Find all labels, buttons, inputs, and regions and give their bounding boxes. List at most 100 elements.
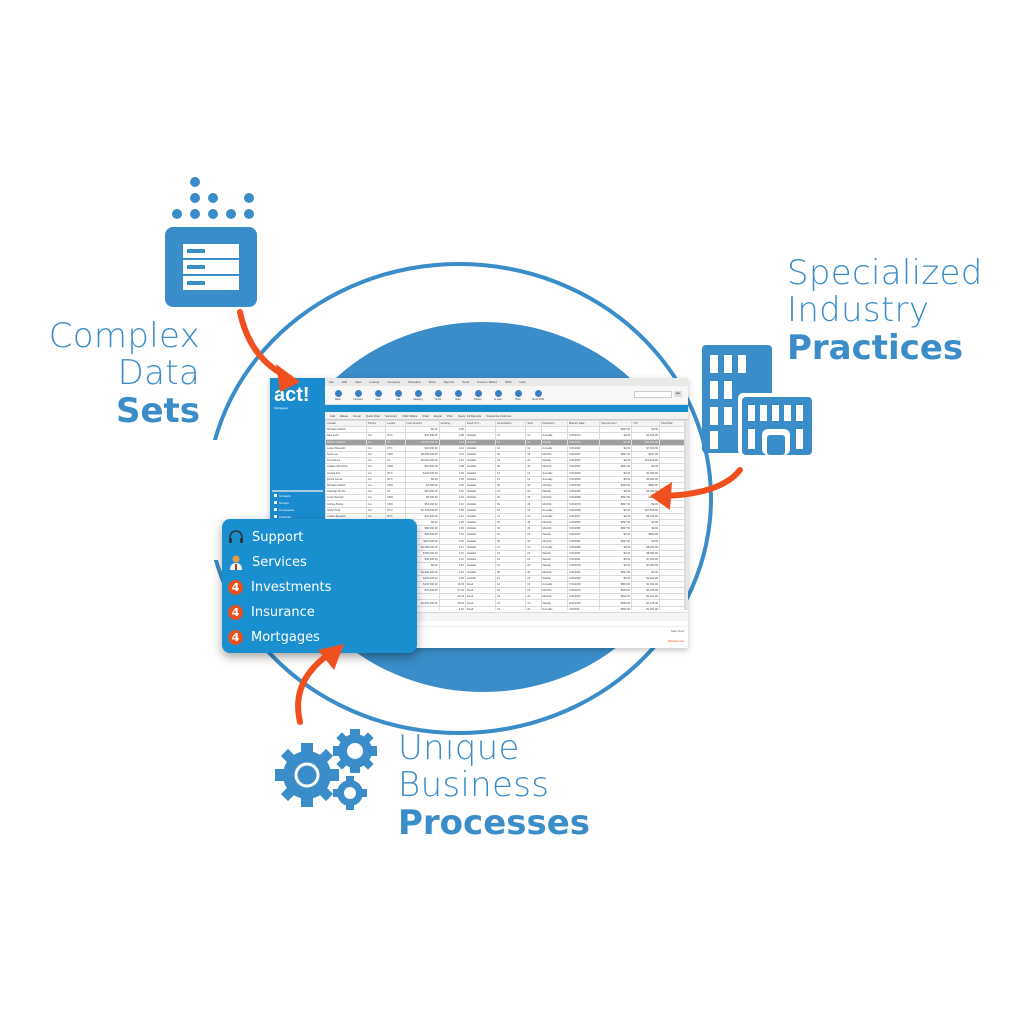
menu-reports[interactable]: Reports [443, 380, 455, 384]
menu-item-mortgages[interactable]: 4 Mortgages [228, 630, 320, 645]
list-export-button[interactable]: Export [434, 413, 443, 418]
menu-edit[interactable]: Edit [341, 380, 348, 384]
label-line: Business [398, 765, 550, 806]
contacts-icon [274, 494, 277, 497]
toolbar-label: Back [335, 397, 341, 401]
toolbar-meeting-button[interactable]: Meeting [411, 389, 425, 401]
sidebar-item-label: Groups [279, 500, 289, 505]
menu-item-label: Services [252, 554, 307, 570]
industry-menu-card: Support Services 4 Investments 4 Insuran… [222, 519, 417, 653]
sidebar-item-companies[interactable]: Companies [274, 506, 294, 513]
toolbar-new-button[interactable]: New [371, 389, 385, 401]
menu-custom-tables[interactable]: Custom Tables [477, 380, 497, 384]
toolbar-history-button[interactable]: History [471, 389, 485, 401]
sidebar-item-groups[interactable]: Groups [274, 499, 294, 506]
menu-item-support[interactable]: Support [228, 529, 303, 545]
list-print-button[interactable]: Print [447, 413, 453, 418]
arrow-complex-data [237, 309, 293, 381]
menu-file[interactable]: File [329, 380, 334, 384]
label-line: Data [117, 353, 200, 394]
menu-company[interactable]: Company [387, 380, 401, 384]
building-icon [702, 345, 814, 457]
sidebar-item-contacts[interactable]: Contacts [274, 492, 294, 499]
menu-lookup[interactable]: Lookup [369, 380, 380, 384]
list-group-button[interactable]: Group [353, 413, 361, 418]
sidebar-item-label: Companies [279, 507, 295, 512]
grid-empty-area [685, 420, 688, 610]
label-bold: Processes [398, 802, 591, 843]
menu-schedule[interactable]: Schedule [408, 380, 421, 384]
sidebar-item-label: Contacts [279, 493, 291, 498]
list-toolbar: Add Delete Group Quick Filter Summary Child T… [325, 412, 688, 420]
search-go-button[interactable]: Go [674, 391, 682, 397]
menu-sms[interactable]: SMS [504, 380, 512, 384]
badge-4-icon: 4 [228, 605, 243, 620]
menu-tools[interactable]: Tools [462, 380, 470, 384]
list-add-button[interactable]: Add [330, 413, 335, 418]
menu-item-investments[interactable]: 4 Investments [228, 580, 331, 595]
list-child-tables-button[interactable]: Child Tables [401, 413, 418, 418]
label-bold: Practices [787, 327, 964, 368]
phone-icon [394, 389, 402, 397]
history-icon [474, 389, 482, 397]
menu-help[interactable]: Help [519, 380, 526, 384]
gears-icon [275, 727, 385, 819]
menu-view[interactable]: View [355, 380, 362, 384]
help-icon [514, 389, 522, 397]
toolbar-send-sms-button[interactable]: Send SMS [531, 389, 545, 401]
table-cell: 6.33 [438, 605, 466, 610]
status-right-text: Sale Flow [670, 629, 684, 633]
toolbar-back-button[interactable]: Back [331, 389, 345, 401]
toolbar-note-button[interactable]: Note [451, 389, 465, 401]
toolbar-label: Forward [353, 397, 363, 401]
list-delete-button[interactable]: Delete [339, 413, 349, 418]
list-customize-columns-button[interactable]: Customize Columns [486, 413, 512, 418]
app-edition: Mortgages [274, 406, 289, 410]
specialized-practices-label: Specialized Industry Practices [787, 254, 983, 368]
meeting-icon [414, 389, 422, 397]
toolbar-forward-button[interactable]: Forward [351, 389, 365, 401]
toolbar-help-button[interactable]: Help [511, 389, 525, 401]
sidebar-divider [272, 490, 323, 492]
sidebar-item-calendar[interactable]: Calendar [274, 513, 294, 520]
toolbar-label: Call [395, 397, 401, 401]
toolbar-e-mail-button[interactable]: E-mail [491, 389, 505, 401]
label-line: Complex [48, 316, 200, 356]
toolbar-label: Help [515, 397, 521, 401]
list-summary-button[interactable]: Summary [385, 413, 397, 418]
back-icon [334, 389, 342, 397]
badge-4-icon: 4 [228, 630, 243, 645]
menu-item-insurance[interactable]: 4 Insurance [228, 605, 315, 620]
complex-data-sets-label: Complex Data Sets [30, 316, 200, 430]
sidebar-item-label: Calendar [279, 514, 292, 519]
sidebar-nav: Contacts Groups Companies Calendar [274, 492, 294, 520]
status-brand: Workaround [668, 639, 684, 643]
todo-icon [434, 389, 442, 397]
lookup-search-input[interactable] [634, 391, 672, 398]
toolbar-call-button[interactable]: Call [391, 389, 405, 401]
menu-item-services[interactable]: Services [228, 554, 307, 570]
toolbar-label: Note [455, 397, 461, 401]
list-quick-filter-button[interactable]: Quick Filter [365, 413, 381, 418]
menu-item-label: Investments [251, 580, 332, 595]
list-query-all-records-button[interactable]: Query: All Records [457, 413, 482, 418]
list-chart-button[interactable]: Chart [422, 413, 430, 418]
new-contact-icon [374, 389, 382, 397]
label-line: Unique [398, 728, 520, 768]
sms-icon [534, 389, 542, 397]
menu-item-label: Mortgages [251, 630, 320, 645]
arrow-specialized [657, 467, 743, 499]
badge-4-icon: 4 [228, 580, 243, 595]
menu-write[interactable]: Write [428, 380, 436, 384]
person-icon [228, 554, 244, 570]
headset-icon [228, 529, 244, 545]
toolbar-to-do-button[interactable]: To-Do [431, 389, 445, 401]
menu-item-label: Insurance [251, 605, 315, 620]
menu-item-label: Support [252, 529, 304, 545]
